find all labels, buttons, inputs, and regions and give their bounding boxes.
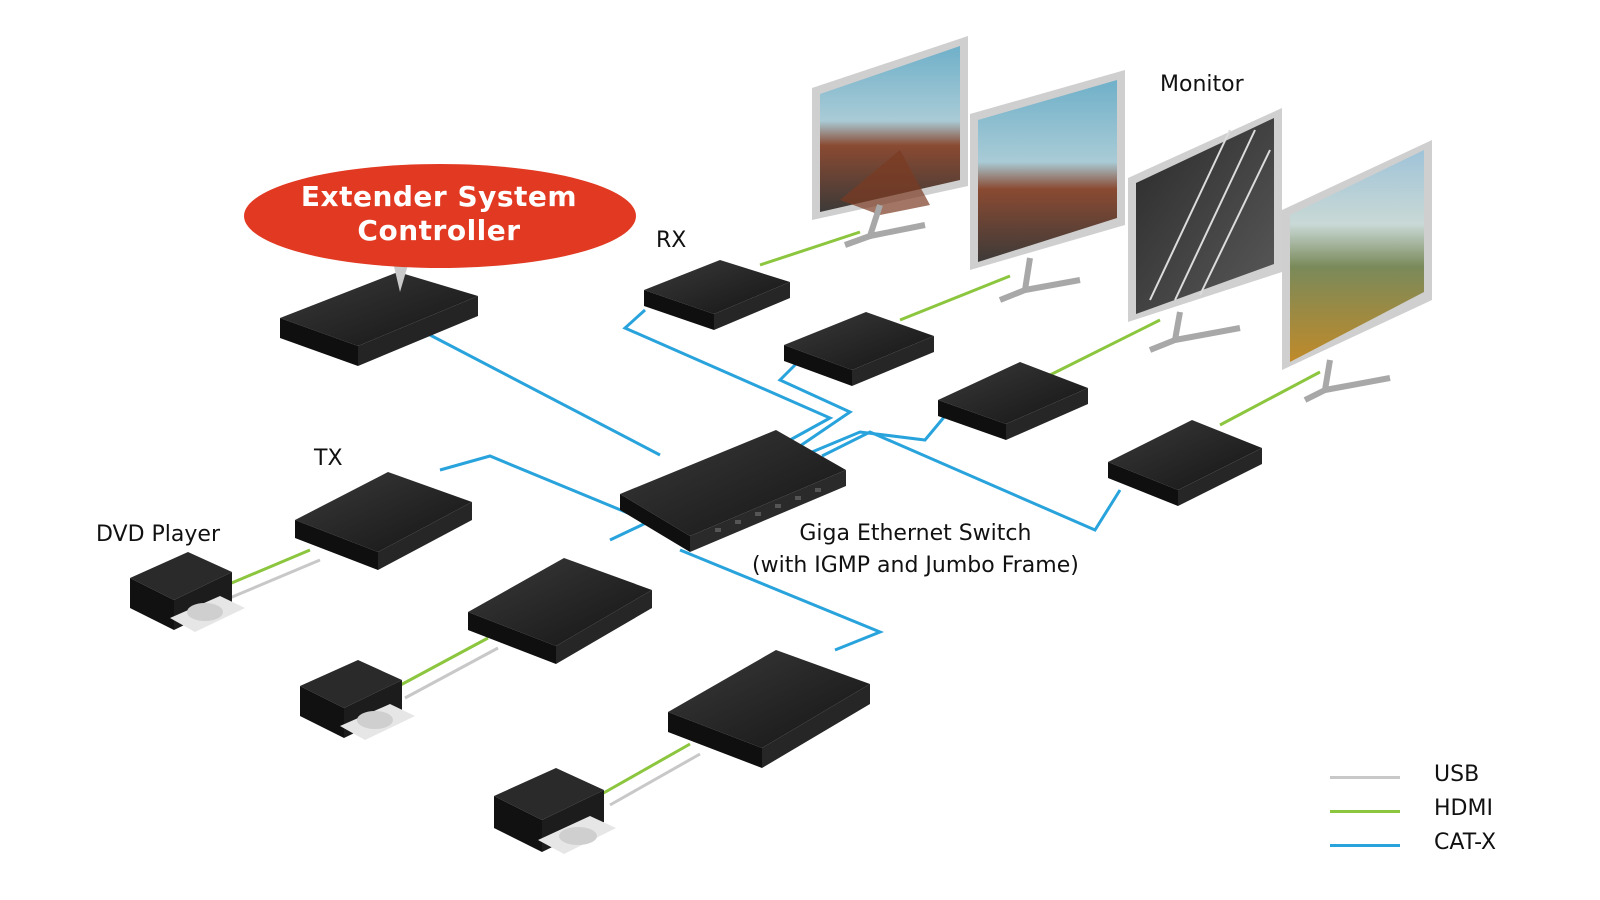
catx-cable-controller <box>429 333 661 457</box>
catx-cable-rx1 <box>622 308 834 442</box>
monitor-label: Monitor <box>1160 72 1244 97</box>
monitor-1 <box>812 36 968 248</box>
legend-label-usb: USB <box>1434 762 1480 787</box>
dvd-player-3 <box>494 768 616 854</box>
catx-cables <box>429 308 1122 652</box>
tx-label: TX <box>314 446 343 471</box>
legend-label-catx: CAT-X <box>1434 830 1497 855</box>
switch-label-line2: (with IGMP and Jumbo Frame) <box>752 553 1079 578</box>
tx-transmitter-2 <box>468 558 652 664</box>
catx-cable-tx1 <box>439 454 641 520</box>
switch-label-line1: Giga Ethernet Switch <box>799 521 1032 546</box>
rx-receiver-3 <box>938 362 1088 440</box>
legend-swatch-hdmi <box>1330 810 1400 813</box>
catx-cable-rx2 <box>777 358 854 448</box>
controller-line2: Controller <box>357 214 521 247</box>
catx-cable-tx2 <box>609 520 649 542</box>
controller-callout-text: Extender System Controller <box>242 180 636 248</box>
legend-label-hdmi: HDMI <box>1434 796 1493 821</box>
legend-swatch-usb <box>1330 776 1400 779</box>
ethernet-switch <box>620 430 846 552</box>
dvd-player-label: DVD Player <box>96 522 220 547</box>
dvd-player-1 <box>130 552 245 632</box>
rx-label: RX <box>656 228 687 253</box>
monitor-2 <box>970 70 1125 303</box>
hdmi-usb-cables <box>214 230 1321 807</box>
dvd-player-2 <box>300 660 415 740</box>
legend-item-catx: CAT-X <box>1330 828 1520 862</box>
monitor-4 <box>1282 140 1432 403</box>
legend-item-usb: USB <box>1330 760 1520 794</box>
legend: USB HDMI CAT-X <box>1330 760 1520 862</box>
monitor-3 <box>1128 108 1282 353</box>
catx-cable-rx4 <box>821 430 1122 532</box>
catx-cable-tx3 <box>679 548 884 652</box>
tx-transmitter-1 <box>295 472 472 570</box>
controller-line1: Extender System <box>300 180 578 213</box>
rx-receiver-4 <box>1108 420 1262 506</box>
rx-receiver-2 <box>784 312 934 386</box>
legend-item-hdmi: HDMI <box>1330 794 1520 828</box>
controller-callout <box>244 164 636 292</box>
switch-label: Giga Ethernet Switch (with IGMP and Jumb… <box>752 518 1079 582</box>
catx-cable-rx3 <box>811 409 952 454</box>
legend-swatch-catx <box>1330 844 1400 847</box>
controller-device <box>280 272 478 366</box>
rx-receiver-1 <box>644 260 790 330</box>
tx-transmitter-3 <box>668 650 870 768</box>
